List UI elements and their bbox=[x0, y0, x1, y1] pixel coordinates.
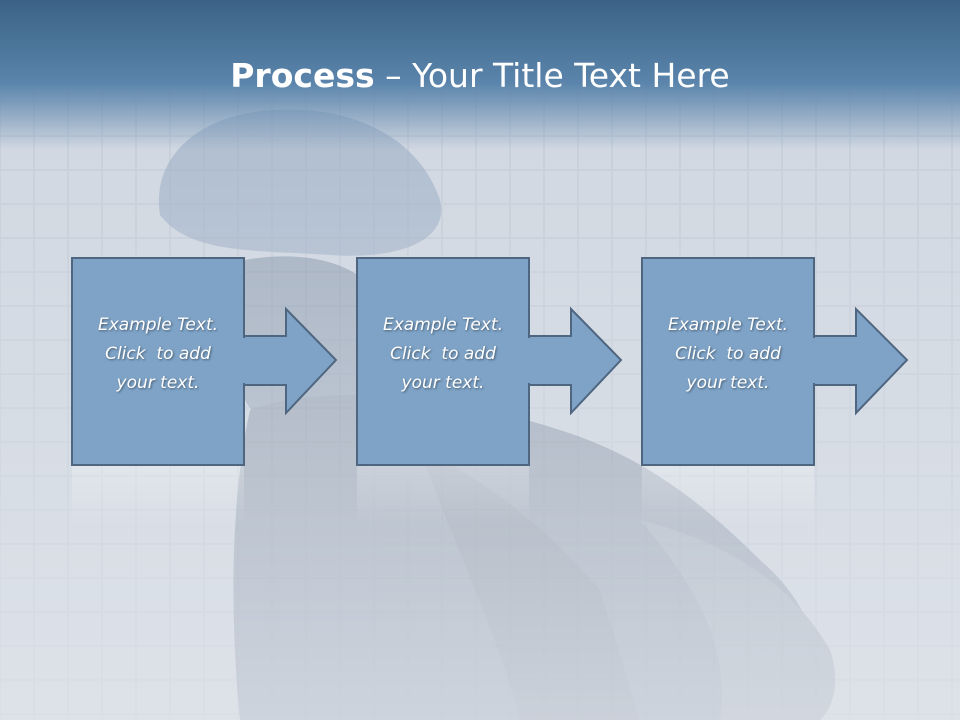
step-1-arrow bbox=[239, 306, 338, 416]
step-3-box bbox=[641, 257, 815, 466]
step-1-line-3: your text. bbox=[116, 373, 200, 393]
title-bar: Process – Your Title Text Here bbox=[0, 0, 960, 150]
title-rest: – Your Title Text Here bbox=[374, 56, 730, 95]
step-3-text[interactable]: Example Text. Click to add your text. bbox=[642, 311, 814, 398]
step-2-text[interactable]: Example Text. Click to add your text. bbox=[357, 311, 529, 398]
step-1-text[interactable]: Example Text. Click to add your text. bbox=[72, 311, 244, 398]
step-2-box bbox=[356, 257, 530, 466]
step-2-line-2: Click to add bbox=[390, 344, 496, 364]
step-2-line-1: Example Text. bbox=[382, 315, 504, 335]
title-bold: Process bbox=[230, 56, 375, 95]
step-2-arrow bbox=[524, 306, 623, 416]
slide-title[interactable]: Process – Your Title Text Here bbox=[0, 52, 960, 100]
step-1-box bbox=[71, 257, 245, 466]
process-step-2[interactable] bbox=[356, 257, 623, 466]
step-3-line-2: Click to add bbox=[675, 344, 781, 364]
step-3-arrow bbox=[809, 306, 909, 416]
process-step-3[interactable] bbox=[641, 257, 909, 466]
reflections bbox=[72, 466, 814, 526]
step-2-line-3: your text. bbox=[401, 373, 485, 393]
step-1-line-1: Example Text. bbox=[97, 315, 219, 335]
step-3-line-3: your text. bbox=[686, 373, 770, 393]
step-3-line-1: Example Text. bbox=[667, 315, 789, 335]
step-1-line-2: Click to add bbox=[105, 344, 211, 364]
process-step-1[interactable] bbox=[71, 257, 338, 466]
